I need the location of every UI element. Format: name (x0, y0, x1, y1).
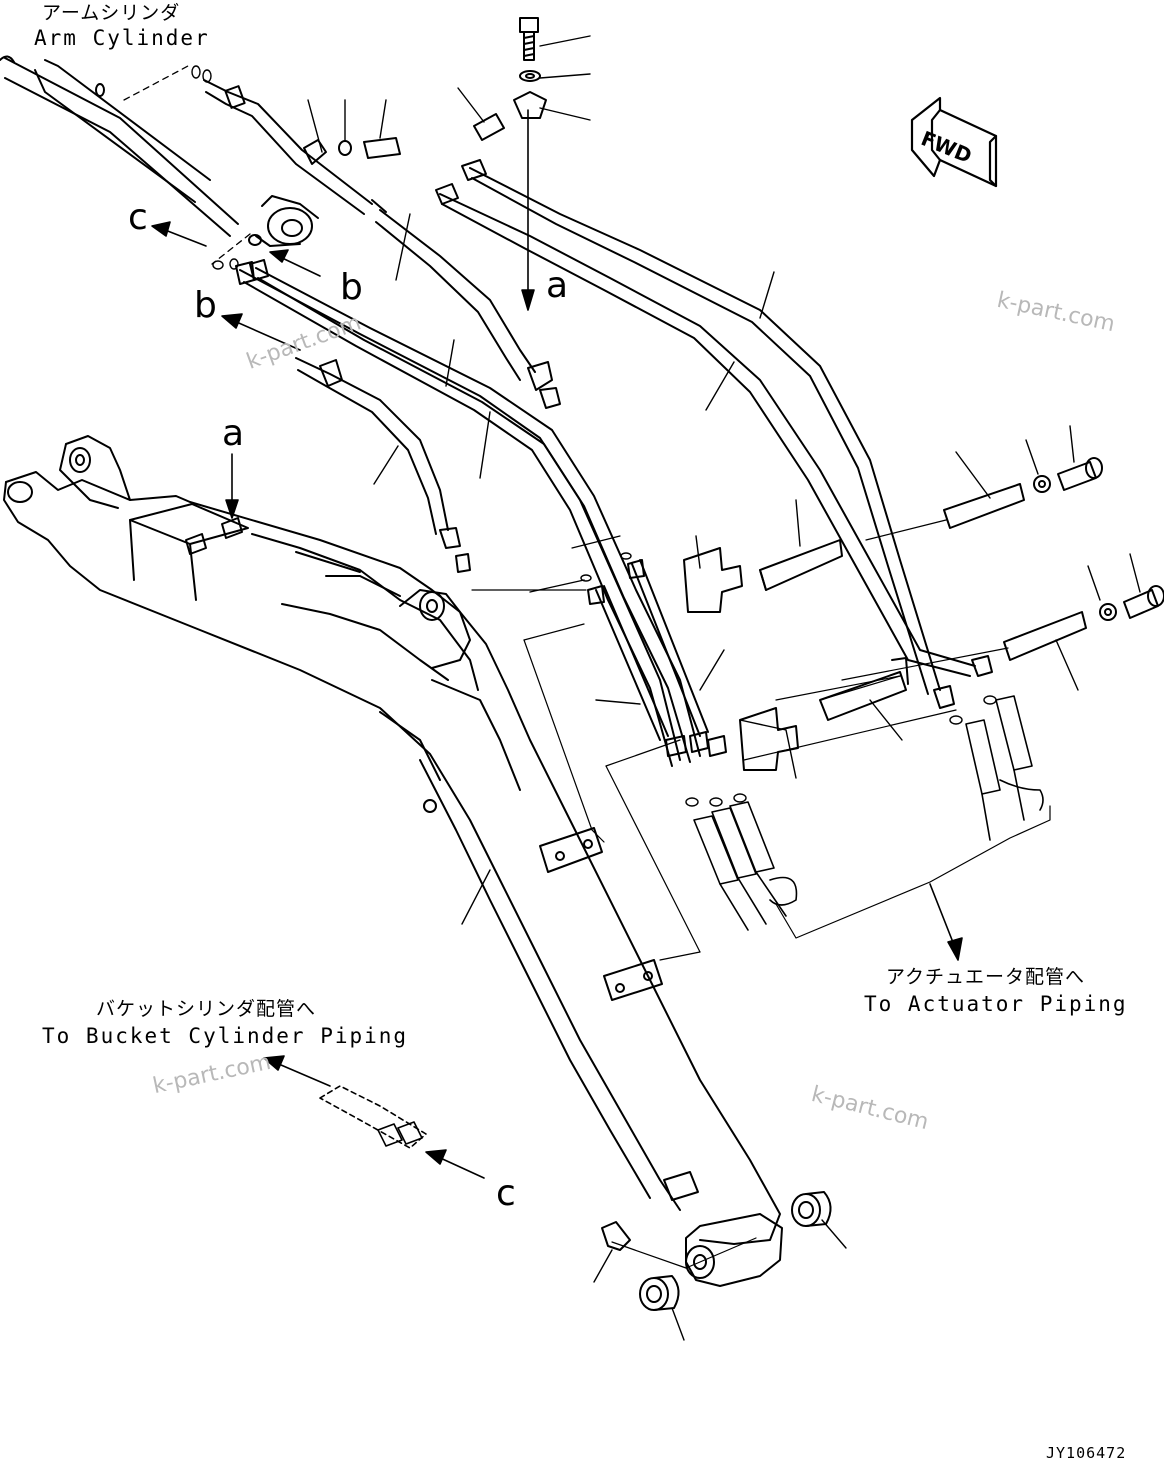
drawing-code: JY106472 (1046, 1444, 1127, 1462)
leader-lines (307, 35, 1141, 1341)
bucket-piping-fitting (319, 1085, 427, 1149)
arm-cylinder-label-en: Arm Cylinder (34, 26, 210, 50)
center-fittings (587, 559, 727, 757)
o-rings-center (580, 552, 997, 807)
bolts-right (1033, 457, 1164, 621)
to-actuator-label-ja: アクチュエータ配管へ (886, 966, 1086, 988)
hose-lower (295, 357, 471, 573)
bushings (601, 1191, 832, 1311)
boom (3, 435, 783, 1287)
couplers (693, 695, 1044, 931)
reference-lines (471, 519, 1051, 1269)
cylinder-leaders (123, 65, 251, 265)
clamp-brackets (683, 483, 1087, 771)
tubes-right (435, 159, 993, 709)
to-bucket-label-ja: バケットシリンダ配管へ (96, 998, 317, 1020)
to-bucket-label-en: To Bucket Cylinder Piping (42, 1024, 409, 1048)
callout-a-boom: a (222, 413, 245, 454)
callout-arrows (151, 109, 963, 1179)
callout-a-top: a (546, 265, 569, 306)
fwd-arrow-box (910, 96, 998, 188)
arm-cylinder-label-ja: アームシリンダ (42, 2, 181, 24)
callout-b-right: b (340, 267, 363, 308)
callout-c-top: c (128, 197, 148, 238)
top-hardware (338, 17, 547, 159)
callout-c-bottom: c (496, 1173, 516, 1214)
arm-cylinder (0, 55, 319, 247)
to-actuator-label-en: To Actuator Piping (864, 992, 1128, 1016)
hose-upper (203, 79, 561, 409)
callout-b-left: b (194, 285, 217, 326)
